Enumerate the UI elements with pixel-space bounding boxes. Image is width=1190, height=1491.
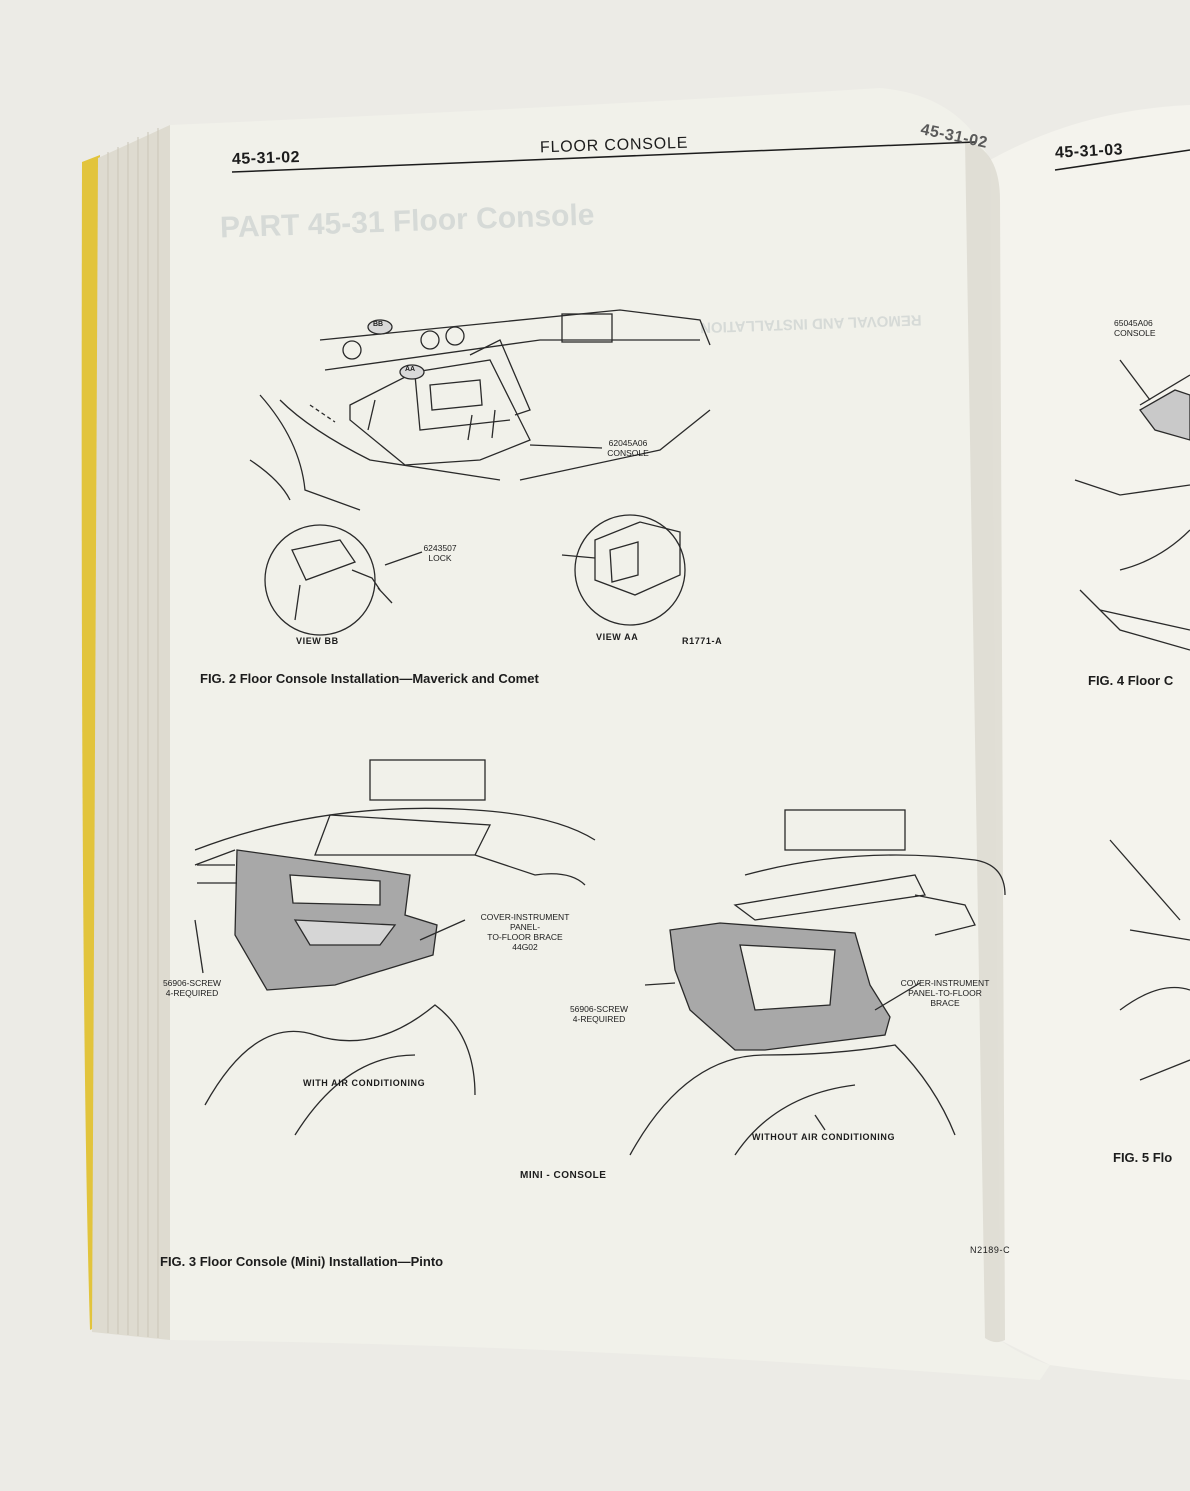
right-page-number: 45-31-03 [1054,141,1124,162]
fig3-callout-cover-left: COVER-INSTRUMENT PANEL- TO-FLOOR BRACE 4… [465,912,585,952]
fig2-ref-code: R1771-A [682,636,723,646]
fig3-screw-right-qty: 4-REQUIRED [572,1014,626,1024]
fig2-console-partno: 62045A06 [608,438,648,448]
right-callout-console: 65045A06 CONSOLE [1114,318,1156,338]
fig3-callout-screw-right: 56906-SCREW 4-REQUIRED [566,1004,632,1024]
fig3-caption: FIG. 3 Floor Console (Mini) Installation… [160,1254,444,1269]
page-stack-edge [92,125,170,1340]
fig3-screw-left-qty: 4-REQUIRED [165,988,219,998]
fig3-cover-right-line1: COVER-INSTRUMENT [900,978,990,988]
fig2-callout-console: 62045A06 CONSOLE [598,438,658,458]
right-console-partno: 65045A06 [1114,318,1153,328]
fig5-illustration-partial [1109,839,1190,1081]
right-page-sheet [990,105,1190,1380]
fig2-marker-bb: BB [373,321,384,328]
left-header-rule [231,141,976,173]
fig2-marker-aa: AA [405,366,416,373]
page-stack-lines [107,128,159,1338]
fig3-without-ac-label: WITHOUT AIR CONDITIONING [752,1132,896,1142]
fig5-caption: FIG. 5 Flo [1113,1150,1173,1165]
fig2-view-aa-label: VIEW AA [596,632,639,642]
fig2-view-bb-label: VIEW BB [296,636,339,646]
fig2-illustration [249,309,711,636]
fig2-console-label: CONSOLE [607,448,649,458]
fig3-screw-right-partno: 56906-SCREW [569,1004,629,1014]
fig3-illustration [194,759,1006,1156]
fig3-callout-screw-left: 56906-SCREW 4-REQUIRED [160,978,224,998]
fig3-mini-console-label: MINI - CONSOLE [520,1170,607,1181]
fig3-ref-code: N2189-C [970,1245,1011,1255]
fig2-lock-partno: 6243507 [423,543,457,553]
fig3-cover-right-line2: PANEL-TO-FLOOR [908,988,982,998]
fig3-callout-cover-right: COVER-INSTRUMENT PANEL-TO-FLOOR BRACE [890,978,1000,1008]
fig2-callout-lock: 6243507 LOCK [414,543,466,563]
fig3-with-ac-label: WITH AIR CONDITIONING [303,1078,426,1088]
right-console-label: CONSOLE [1114,328,1156,338]
left-page-sheet [170,88,1050,1380]
left-page-number: 45-31-02 [231,148,301,169]
fig3-cover-left-line1: COVER-INSTRUMENT PANEL- [480,912,570,932]
fig3-cover-right-line3: BRACE [930,998,960,1008]
fig3-screw-left-partno: 56906-SCREW [162,978,222,988]
fig3-cover-left-line2: TO-FLOOR BRACE [487,932,563,942]
fig3-cover-left-line3: 44G02 [512,942,538,952]
fig2-caption: FIG. 2 Floor Console Installation—Maveri… [200,671,539,686]
right-header-rule [1054,149,1190,171]
fig4-caption: FIG. 4 Floor C [1088,673,1174,688]
fig4-illustration-partial [1074,359,1190,651]
fig2-lock-label: LOCK [428,553,452,563]
